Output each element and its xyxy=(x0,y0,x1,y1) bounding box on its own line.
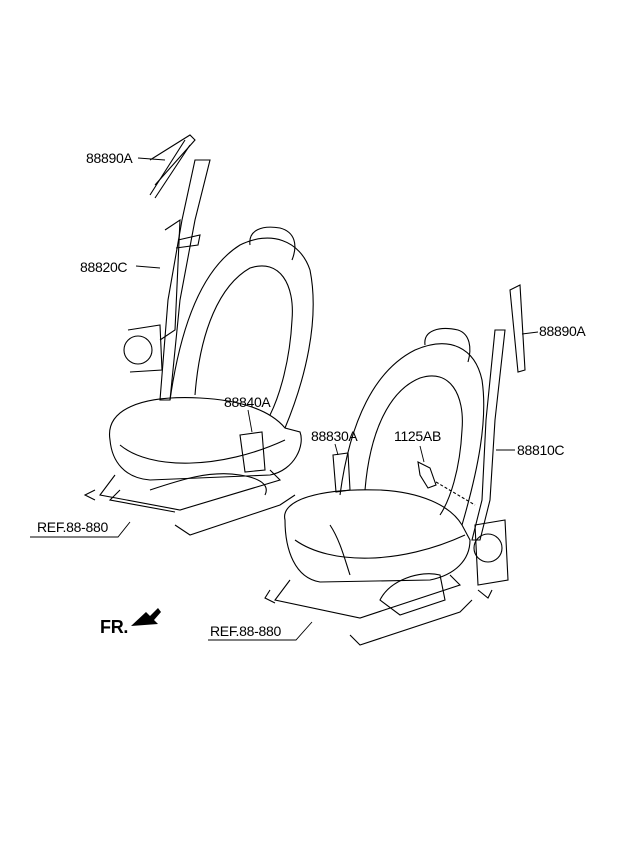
leader-lines xyxy=(30,157,539,641)
front-indicator-label: FR. xyxy=(100,617,129,637)
part-label-88890a-right: 88890A xyxy=(539,323,586,339)
right-seat xyxy=(264,327,485,646)
part-label-1125ab: 1125AB xyxy=(394,428,441,444)
part-label-88840a: 88840A xyxy=(224,394,271,410)
part-label-88810c: 88810C xyxy=(517,442,565,458)
right-seat-belt xyxy=(329,284,526,599)
reference-label-right: REF.88-880 xyxy=(210,623,281,639)
part-label-88820c: 88820C xyxy=(80,259,128,275)
reference-label-left: REF.88-880 xyxy=(37,519,108,535)
part-label-88830a: 88830A xyxy=(311,428,358,444)
part-label-88890a-left: 88890A xyxy=(86,150,133,166)
left-seat-belt xyxy=(123,134,267,496)
front-arrow-icon xyxy=(131,608,161,626)
left-seat xyxy=(83,226,314,536)
